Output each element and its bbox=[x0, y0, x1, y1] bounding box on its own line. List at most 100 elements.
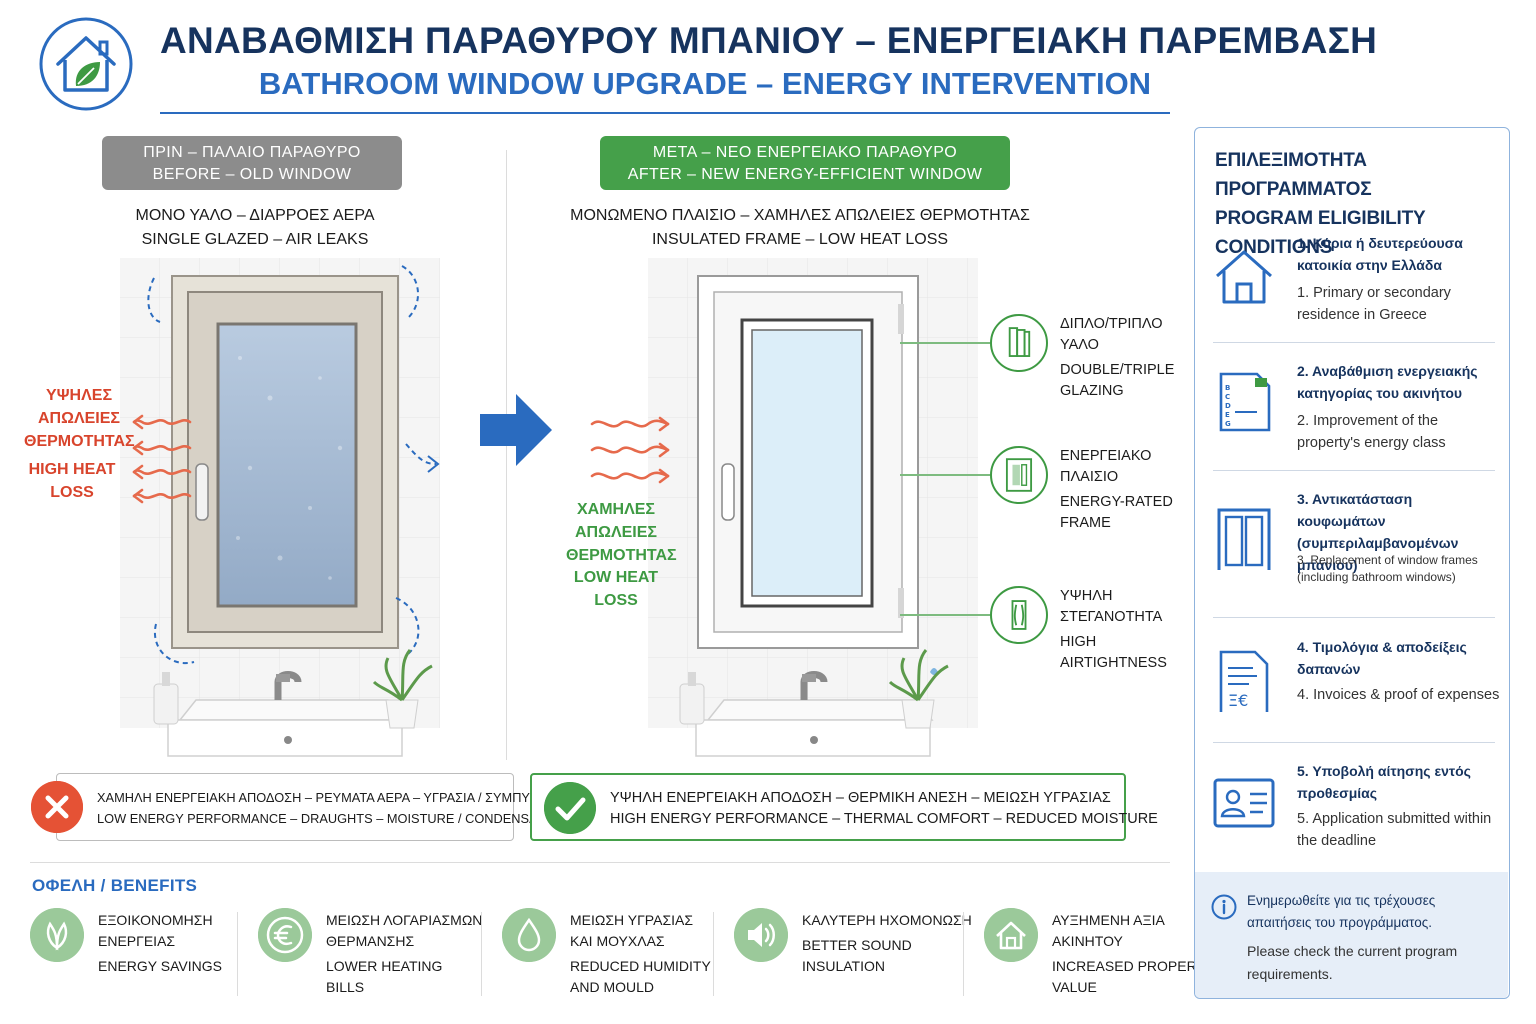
eligibility-item-greek: 1. Κύρια ή δευτερεύουσα κατοικία στην Ελ… bbox=[1297, 235, 1463, 273]
after-subtitle-english: INSULATED FRAME – LOW HEAT LOSS bbox=[651, 231, 949, 248]
arrow-right-icon bbox=[480, 394, 552, 466]
after-pill-greek: ΜΕΤΑ – ΝΕΟ ΕΝΕΡΓΕΙΑΚΟ ΠΑΡΑΘΥΡΟ bbox=[652, 144, 958, 161]
after-pill: ΜΕΤΑ – ΝΕΟ ΕΝΕΡΓΕΙΑΚΟ ΠΑΡΑΘΥΡΟ AFTER – N… bbox=[600, 136, 1010, 190]
column-divider bbox=[506, 150, 507, 760]
eligibility-note-english: Please check the current program require… bbox=[1247, 943, 1458, 982]
id-card-icon bbox=[1213, 778, 1275, 828]
new-window-illustration bbox=[648, 258, 978, 757]
benefit-energy-savings: ΕΞΟΙΚΟΝΟΜΗΣΗ ΕΝΕΡΓΕΙΑΣ ENERGY SAVINGS bbox=[30, 906, 230, 1002]
svg-text:E: E bbox=[1225, 411, 1230, 419]
benefit-divider bbox=[963, 912, 964, 996]
benefit-lower-bills: ΜΕΙΩΣΗ ΛΟΓΑΡΙΑΣΜΩΝ ΘΕΡΜΑΝΣΗΣ LOWER HEATI… bbox=[258, 906, 482, 1002]
benefit-greek-line: ΕΞΟΙΚΟΝΟΜΗΣΗ bbox=[98, 912, 213, 928]
benefit-greek-line: ΘΕΡΜΑΝΣΗΣ bbox=[326, 933, 415, 949]
benefit-english-line: REDUCED HUMIDITY bbox=[570, 958, 711, 974]
status-good-greek: ΥΨΗΛΗ ΕΝΕΡΓΕΙΑΚΗ ΑΠΟΔΟΣΗ – ΘΕΡΜΙΚΗ ΑΝΕΣΗ… bbox=[610, 790, 1111, 806]
benefit-divider bbox=[237, 912, 238, 996]
benefit-english-line: BETTER SOUND bbox=[802, 937, 912, 953]
svg-text:C: C bbox=[1225, 393, 1230, 401]
header-rule bbox=[160, 112, 1170, 114]
window-icon bbox=[1217, 508, 1271, 570]
after-pill-english: AFTER – NEW ENERGY-EFFICIENT WINDOW bbox=[627, 166, 983, 183]
status-bad-banner: ΧΑΜΗΛΗ ΕΝΕΡΓΕΙΑΚΗ ΑΠΟΔΟΣΗ – ΡΕΥΜΑΤΑ ΑΕΡΑ… bbox=[31, 773, 574, 841]
low-heat-waves-icon bbox=[590, 416, 670, 484]
speaker-icon bbox=[734, 908, 788, 962]
invoice-icon: Ξ€ bbox=[1219, 650, 1269, 712]
benefit-divider bbox=[713, 912, 714, 996]
benefit-greek-line: ΑΥΞΗΜΕΝΗ ΑΞΙΑ bbox=[1052, 912, 1165, 928]
eligibility-divider bbox=[1213, 742, 1495, 743]
eligibility-divider bbox=[1213, 342, 1495, 343]
after-subtitle-greek: ΜΟΝΩΜΕΝΟ ΠΛΑΙΣΙΟ – ΧΑΜΗΛΕΣ ΑΠΩΛΕΙΕΣ ΘΕΡΜ… bbox=[570, 207, 1030, 224]
benefit-text: ΕΞΟΙΚΟΝΟΜΗΣΗ ΕΝΕΡΓΕΙΑΣ ENERGY SAVINGS bbox=[98, 910, 222, 977]
benefit-greek-line: ΜΕΙΩΣΗ ΛΟΓΑΡΙΑΣΜΩΝ bbox=[326, 912, 483, 928]
feature-text: ΕΝΕΡΓΕΙΑΚΟ ΠΛΑΙΣΙΟ ENERGY-RATED FRAME bbox=[1060, 446, 1190, 534]
check-icon bbox=[544, 782, 596, 834]
droplet-icon bbox=[502, 908, 556, 962]
benefit-greek-line: ΑΚΙΝΗΤΟΥ bbox=[1052, 933, 1123, 949]
before-pill: ΠΡΙΝ – ΠΑΛΑΙΟ ΠΑΡΑΘΥΡΟ BEFORE – OLD WIND… bbox=[102, 136, 402, 190]
before-heat-label-english: HIGH HEAT LOSS bbox=[28, 461, 116, 501]
info-icon bbox=[1211, 894, 1237, 920]
feature-connector bbox=[900, 474, 990, 476]
feature-frame: ΕΝΕΡΓΕΙΑΚΟ ΠΛΑΙΣΙΟ ENERGY-RATED FRAME bbox=[900, 446, 1190, 576]
feature-connector bbox=[900, 614, 990, 616]
benefit-english-line: INSULATION bbox=[802, 958, 885, 974]
status-good-text: ΥΨΗΛΗ ΕΝΕΡΓΕΙΑΚΗ ΑΠΟΔΟΣΗ – ΘΕΡΜΙΚΗ ΑΝΕΣΗ… bbox=[610, 788, 1158, 830]
status-bad-greek: ΧΑΜΗΛΗ ΕΝΕΡΓΕΙΑΚΗ ΑΠΟΔΟΣΗ – ΡΕΥΜΑΤΑ ΑΕΡΑ… bbox=[97, 790, 575, 805]
benefit-text: ΚΑΛΥΤΕΡΗ ΗΧΟΜΟΝΩΣΗ BETTER SOUND INSULATI… bbox=[802, 910, 972, 977]
eligibility-item-greek: 3. Αντικατάσταση κουφωμάτων (συμπεριλαμβ… bbox=[1297, 491, 1459, 573]
benefit-english-line: INCREASED PROPERTY bbox=[1052, 958, 1215, 974]
eligibility-item-english: 5. Application submitted within the dead… bbox=[1297, 811, 1492, 849]
svg-text:D: D bbox=[1225, 402, 1231, 410]
before-pill-english: BEFORE – OLD WINDOW bbox=[152, 166, 352, 183]
eligibility-item-greek: 2. Αναβάθμιση ενεργειακής κατηγορίας του… bbox=[1297, 363, 1478, 401]
benefit-text: ΑΥΞΗΜΕΝΗ ΑΞΙΑ ΑΚΙΝΗΤΟΥ INCREASED PROPERT… bbox=[1052, 910, 1214, 998]
before-subtitle-greek: ΜΟΝΟ ΥΑΛΟ – ΔΙΑΡΡΟΕΣ ΑΕΡΑ bbox=[135, 207, 375, 224]
benefits-title: ΟΦΕΛΗ / BENEFITS bbox=[32, 876, 198, 895]
benefit-english-line: BILLS bbox=[326, 979, 365, 995]
benefit-property-value: ΑΥΞΗΜΕΝΗ ΑΞΙΑ ΑΚΙΝΗΤΟΥ INCREASED PROPERT… bbox=[984, 906, 1214, 1002]
svg-text:B: B bbox=[1225, 384, 1230, 392]
status-good-english: HIGH ENERGY PERFORMANCE – THERMAL COMFOR… bbox=[610, 811, 1158, 827]
status-good-banner: ΥΨΗΛΗ ΕΝΕΡΓΕΙΑΚΗ ΑΠΟΔΟΣΗ – ΘΕΡΜΙΚΗ ΑΝΕΣΗ… bbox=[530, 773, 1158, 841]
benefit-greek-line: ΕΝΕΡΓΕΙΑΣ bbox=[98, 933, 176, 949]
eligibility-title: ΕΠΙΛΕΞΙΜΟΤΗΤΑ ΠΡΟΓΡΑΜΜΑΤΟΣ PROGRAM ELIGI… bbox=[1215, 146, 1505, 262]
benefit-sound-insulation: ΚΑΛΥΤΕΡΗ ΗΧΟΜΟΝΩΣΗ BETTER SOUND INSULATI… bbox=[734, 906, 972, 1002]
feature-english: DOUBLE/TRIPLE GLAZING bbox=[1060, 362, 1175, 399]
benefit-reduced-humidity: ΜΕΙΩΣΗ ΥΓΡΑΣΙΑΣ ΚΑΙ ΜΟΥΧΛΑΣ REDUCED HUMI… bbox=[502, 906, 711, 1002]
feature-english: ENERGY-RATED FRAME bbox=[1060, 494, 1173, 531]
status-bad-english: LOW ENERGY PERFORMANCE – DRAUGHTS – MOIS… bbox=[97, 811, 568, 826]
before-heat-label-greek: ΥΨΗΛΕΣ ΑΠΩΛΕΙΕΣ ΘΕΡΜΟΤΗΤΑΣ bbox=[24, 387, 135, 450]
benefit-text: ΜΕΙΩΣΗ ΛΟΓΑΡΙΑΣΜΩΝ ΘΕΡΜΑΝΣΗΣ LOWER HEATI… bbox=[326, 910, 482, 998]
benefit-english-line: AND MOULD bbox=[570, 979, 655, 995]
after-heat-label-greek: ΧΑΜΗΛΕΣ ΑΠΩΛΕΙΕΣ ΘΕΡΜΟΤΗΤΑΣ bbox=[566, 501, 677, 564]
eligibility-note: Ενημερωθείτε για τις τρέχουσες απαιτήσει… bbox=[1195, 872, 1508, 998]
before-subtitle-english: SINGLE GLAZED – AIR LEAKS bbox=[141, 231, 369, 248]
eligibility-item-english: 1. Primary or secondary residence in Gre… bbox=[1297, 285, 1451, 323]
benefits-rule bbox=[30, 862, 1170, 863]
leaf-icon bbox=[30, 908, 84, 962]
svg-text:Ξ€: Ξ€ bbox=[1228, 691, 1248, 710]
feature-connector bbox=[900, 342, 990, 344]
eligibility-item-english: 3. Replacement of window frames (includi… bbox=[1297, 553, 1478, 584]
eligibility-item-greek: 5. Υποβολή αίτησης εντός προθεσμίας bbox=[1297, 763, 1471, 801]
eligibility-item-english: 2. Improvement of the property's energy … bbox=[1297, 413, 1446, 451]
after-heat-label-english: LOW HEAT LOSS bbox=[573, 569, 659, 609]
benefit-english-line: ENERGY SAVINGS bbox=[98, 958, 222, 974]
feature-text: ΔΙΠΛΟ/ΤΡΙΠΛΟ ΥΑΛΟ DOUBLE/TRIPLE GLAZING bbox=[1060, 314, 1190, 402]
heat-loss-arrows-icon bbox=[132, 414, 192, 504]
benefit-english-line: VALUE bbox=[1052, 979, 1097, 995]
eligibility-item-greek: 4. Τιμολόγια & αποδείξεις δαπανών bbox=[1297, 639, 1467, 677]
feature-greek: ΥΨΗΛΗ ΣΤΕΓΑΝΟΤΗΤΑ bbox=[1060, 588, 1163, 625]
eligibility-item-english: 4. Invoices & proof of expenses bbox=[1297, 687, 1500, 703]
before-pill-greek: ΠΡΙΝ – ΠΑΛΑΙΟ ΠΑΡΑΘΥΡΟ bbox=[143, 144, 361, 161]
feature-airtightness: ΥΨΗΛΗ ΣΤΕΓΑΝΟΤΗΤΑ HIGH AIRTIGHTNESS bbox=[900, 586, 1190, 716]
old-window-illustration bbox=[120, 258, 440, 757]
benefit-text: ΜΕΙΩΣΗ ΥΓΡΑΣΙΑΣ ΚΑΙ ΜΟΥΧΛΑΣ REDUCED HUMI… bbox=[570, 910, 711, 998]
svg-text:G: G bbox=[1225, 420, 1231, 428]
seal-icon bbox=[990, 586, 1048, 644]
feature-english: HIGH AIRTIGHTNESS bbox=[1060, 634, 1167, 671]
eligibility-title-greek: ΕΠΙΛΕΞΙΜΟΤΗΤΑ ΠΡΟΓΡΑΜΜΑΤΟΣ bbox=[1215, 150, 1372, 200]
